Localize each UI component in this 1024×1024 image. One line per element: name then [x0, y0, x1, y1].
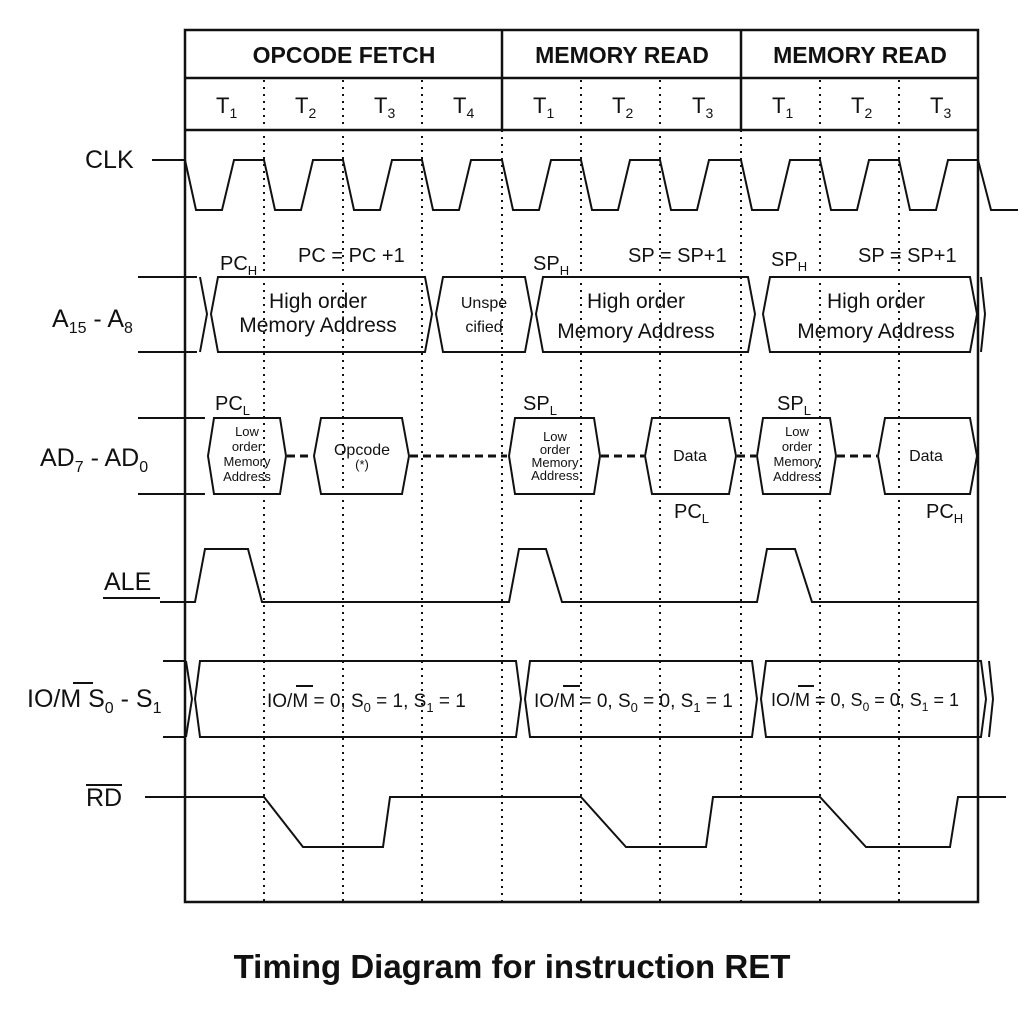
svg-text:Memory: Memory [774, 454, 821, 469]
io-m-s0-s1-bus: IO/M = 0, S0 = 1, S1 = 1 IO/M = 0, S0 = … [163, 660, 995, 738]
svg-text:High order: High order [827, 290, 925, 313]
svg-text:order: order [782, 439, 813, 454]
svg-text:Memory Address: Memory Address [797, 320, 955, 343]
t-state-label: T4 [453, 93, 474, 121]
svg-text:Address: Address [531, 468, 579, 483]
annotation-pch-bottom: PCH [926, 501, 963, 526]
annotation-sph-2: SPH [771, 249, 807, 274]
low-address-box-fetch [206, 417, 288, 495]
diagram-frame [183, 28, 980, 904]
t-state-label: T2 [295, 93, 316, 121]
svg-text:Memory: Memory [532, 455, 579, 470]
t-state-label: T1 [216, 93, 237, 121]
status-box-read-1 [523, 660, 759, 738]
annotation-pc-increment: PC = PC +1 [298, 245, 405, 267]
annotation-sph-1: SPH [533, 253, 569, 278]
status-box-fetch [193, 660, 523, 738]
svg-text:Low: Low [235, 424, 259, 439]
signal-label-ale: ALE [104, 568, 151, 596]
annotation-pcl-top: PCL [215, 393, 250, 418]
svg-text:Data: Data [673, 448, 707, 465]
svg-text:Data: Data [909, 448, 943, 465]
svg-text:Memory: Memory [224, 454, 271, 469]
high-address-box-fetch [209, 276, 434, 353]
a15-a8-bus: High order Memory Address Unspe cified H… [138, 276, 987, 353]
t-state-label: T3 [692, 93, 713, 121]
svg-text:order: order [540, 442, 571, 457]
high-address-box-read-2 [761, 276, 979, 353]
high-address-box-read-1 [534, 276, 757, 353]
cycle-header-memory-read-1: MEMORY READ [535, 42, 709, 68]
cycle-header-opcode-fetch: OPCODE FETCH [253, 42, 436, 68]
low-address-box-read-2 [755, 417, 838, 495]
signal-label-io-m-s0-s1: IO/M S0 - S1 [27, 685, 162, 717]
t-state-label: T2 [851, 93, 872, 121]
a15-a8-annotations: PCH PC = PC +1 SPH SP = SP+1 SPH SP = SP… [220, 245, 957, 278]
status-read-2: IO/M = 0, S0 = 0, S1 = 1 [771, 690, 959, 714]
svg-text:Address: Address [223, 469, 271, 484]
t-state-label: T3 [374, 93, 395, 121]
ad7-ad0-bus: Low order Memory Address Opcode (*) Low … [138, 417, 979, 495]
annotation-spl-1: SPL [523, 393, 557, 418]
status-fetch: IO/M = 0, S0 = 1, S1 = 1 [267, 691, 466, 715]
svg-text:Memory Address: Memory Address [239, 314, 397, 337]
data-box-read-2 [876, 417, 979, 495]
t-state-label: T2 [612, 93, 633, 121]
annotation-sp-increment-1: SP = SP+1 [628, 245, 727, 267]
rd-waveform [145, 796, 1006, 848]
svg-text:Low: Low [785, 424, 809, 439]
unspecified-box [434, 276, 534, 353]
ad7-ad0-annotations: PCL SPL SPL PCL PCH [215, 393, 963, 526]
svg-text:High order: High order [587, 290, 685, 313]
low-address-box-read-1 [507, 417, 602, 495]
diagram-caption: Timing Diagram for instruction RET [233, 948, 791, 985]
svg-text:cified: cified [465, 319, 502, 336]
svg-text:Address: Address [773, 469, 821, 484]
svg-text:Unspe: Unspe [461, 295, 507, 312]
status-box-read-2 [759, 660, 988, 738]
signal-label-a15-a8: A15 - A8 [52, 305, 133, 337]
svg-text:Opcode: Opcode [334, 442, 390, 459]
t-state-label: T1 [533, 93, 554, 121]
svg-text:(*): (*) [355, 457, 369, 472]
svg-text:High order: High order [269, 290, 367, 313]
data-box-read-1 [643, 417, 738, 495]
t-state-labels: T1 T2 T3 T4 T1 T2 T3 T1 T2 T3 [216, 93, 951, 121]
signal-label-rd: RD [86, 784, 122, 812]
machine-cycle-headers: OPCODE FETCH MEMORY READ MEMORY READ [253, 42, 947, 68]
t-state-label: T3 [930, 93, 951, 121]
svg-text:Memory Address: Memory Address [557, 320, 715, 343]
annotation-sp-increment-2: SP = SP+1 [858, 245, 957, 267]
annotation-spl-2: SPL [777, 393, 811, 418]
t-state-label: T1 [772, 93, 793, 121]
svg-text:Low: Low [543, 429, 567, 444]
cycle-header-memory-read-2: MEMORY READ [773, 42, 947, 68]
annotation-pch: PCH [220, 253, 257, 278]
opcode-box [312, 417, 411, 495]
status-read-1: IO/M = 0, S0 = 0, S1 = 1 [534, 691, 733, 715]
ale-waveform [160, 548, 978, 603]
signal-label-clk: CLK [85, 146, 134, 174]
signal-labels: CLK A15 - A8 AD7 - AD0 ALE IO/M S0 - S1 … [27, 146, 185, 812]
annotation-pcl-bottom: PCL [674, 501, 709, 526]
clk-waveform [184, 159, 1018, 211]
signal-label-ad7-ad0: AD7 - AD0 [40, 444, 148, 476]
t-state-grid [263, 80, 900, 902]
svg-text:order: order [232, 439, 263, 454]
